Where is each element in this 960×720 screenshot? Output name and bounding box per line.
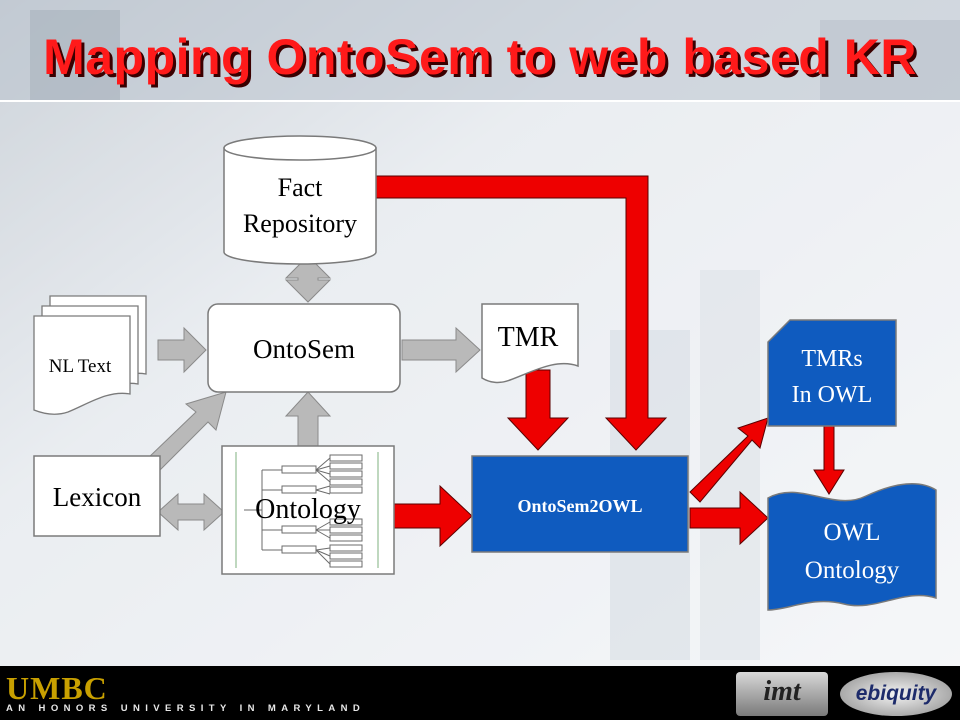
umbc-tagline: AN HONORS UNIVERSITY IN MARYLAND: [6, 703, 366, 714]
ontology-node: Ontology: [221, 445, 395, 575]
arrow-tmrs-in-owl-to-owl-ontology: [813, 425, 845, 495]
nl-text-label: NL Text: [49, 356, 112, 377]
arrow-ontosem2owl-to-tmrs-in-owl: [689, 417, 769, 503]
fact-repository-label-line2: Repository: [243, 209, 357, 238]
imt-logo-text: imt: [763, 676, 801, 707]
tmrs-in-owl-label-line1: TMRs: [801, 346, 862, 372]
ontology-label: Ontology: [255, 494, 361, 525]
lexicon-label: Lexicon: [53, 482, 142, 512]
ebiquity-logo: [840, 672, 952, 716]
arrow-ontosem2owl-to-owl-ontology: [689, 490, 769, 546]
umbc-logo: UMBC: [6, 670, 108, 706]
owl-ontology-label-line2: Ontology: [805, 557, 900, 584]
ontosem-node: OntoSem: [207, 303, 401, 393]
tmrs-in-owl-node: TMRs In OWL: [767, 319, 897, 427]
slide-title: Mapping OntoSem to web based KR: [43, 29, 917, 85]
fact-repository-node: Fact Repository: [223, 135, 377, 265]
ebiquity-logo-text: ebiquity: [855, 682, 937, 705]
arrow-ontosem-fact-repository-bidirectional: [284, 255, 332, 303]
arrow-fact-repository-to-ontosem2owl: [375, 175, 668, 451]
arrow-nl-text-to-ontosem: [157, 326, 207, 374]
lexicon-node: Lexicon: [33, 455, 161, 537]
ontosem-label: OntoSem: [253, 334, 355, 364]
arrow-tmr-to-ontosem2owl: [506, 369, 570, 451]
nl-text-node: NL Text: [33, 295, 147, 415]
tmr-node: TMR: [481, 303, 579, 384]
owl-ontology-node: OWL Ontology: [767, 483, 937, 611]
arrow-lexicon-to-ontosem: [145, 391, 227, 473]
arrow-lexicon-ontology-bidirectional: [157, 492, 225, 532]
arrow-ontology-to-ontosem2owl: [391, 484, 473, 548]
ontology-tree-image: [235, 452, 379, 568]
arrow-ontosem-to-tmr: [401, 326, 481, 374]
diagram: Fact Repository OntoSem TMR NL Text Lexi…: [33, 135, 937, 611]
fact-repository-label-line1: Fact: [278, 173, 324, 202]
arrow-ontology-to-ontosem: [284, 391, 332, 447]
ontosem2owl-node: OntoSem2OWL: [471, 455, 689, 553]
title-divider: [0, 100, 960, 102]
ontosem2owl-label: OntoSem2OWL: [517, 496, 642, 516]
imt-logo: [736, 672, 828, 716]
owl-ontology-label-line1: OWL: [824, 519, 881, 546]
tmrs-in-owl-label-line2: In OWL: [792, 382, 873, 408]
tmr-label: TMR: [498, 322, 559, 353]
